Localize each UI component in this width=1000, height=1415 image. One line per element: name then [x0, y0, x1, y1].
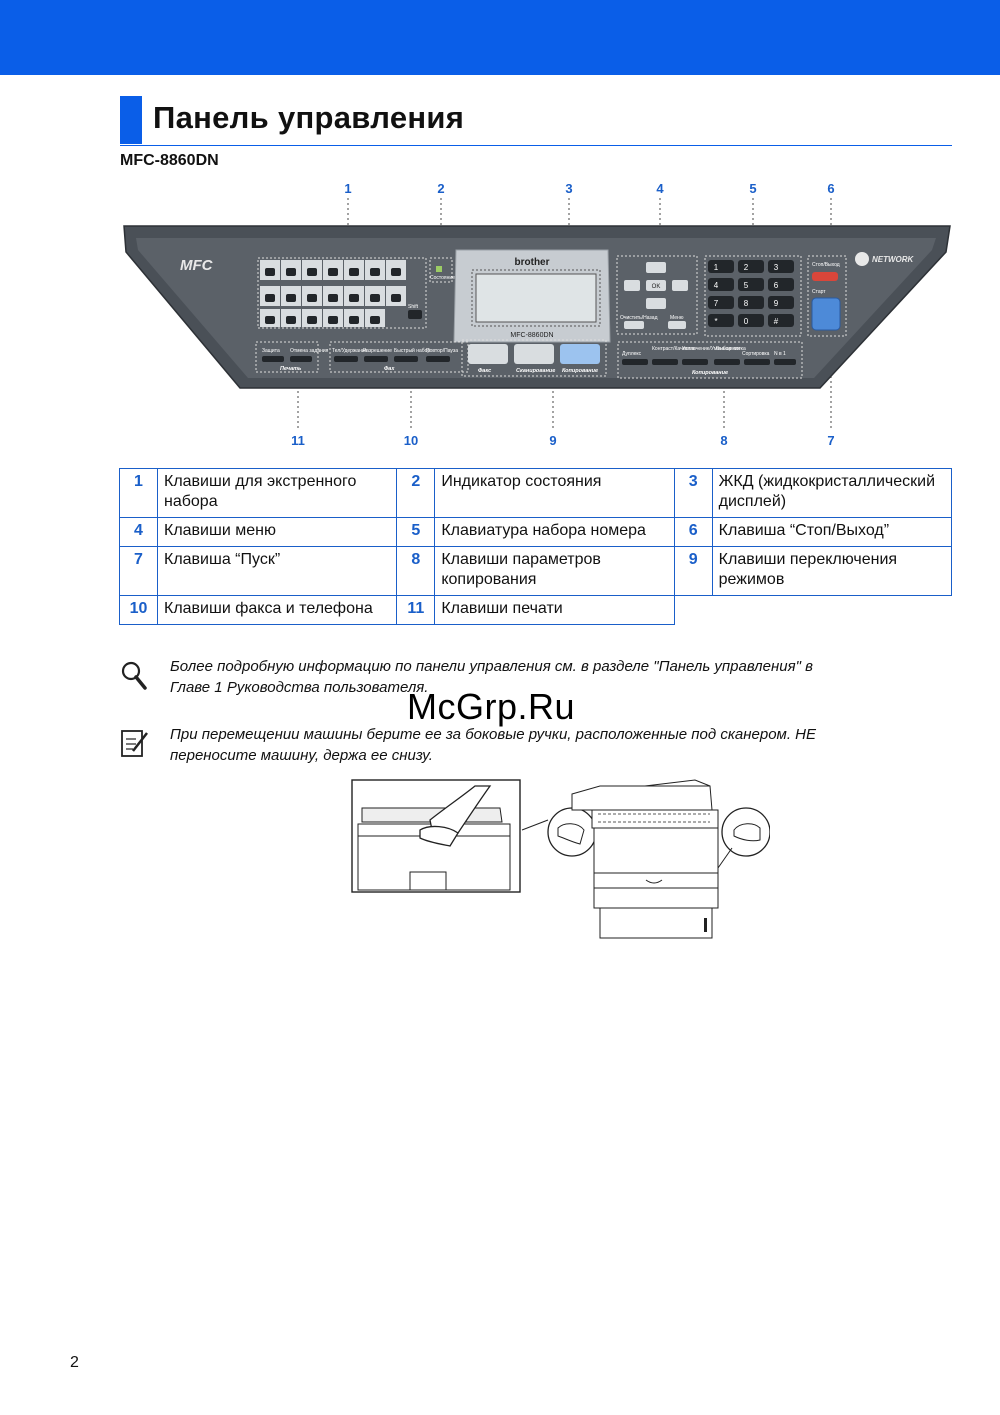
callout-3: 3 [565, 181, 572, 196]
callout-2: 2 [437, 181, 444, 196]
note-pencil-icon [121, 730, 148, 757]
legend-text: Индикатор состояния [434, 468, 675, 518]
legend-number: 9 [673, 546, 713, 596]
legend-number: 4 [119, 517, 158, 547]
callout-5: 5 [749, 181, 756, 196]
table-row: 1 Клавиши для экстренного набора 2 Индик… [119, 468, 953, 518]
info-note-line: Главе 1 Руководства пользователя. [170, 679, 429, 696]
svg-text:4: 4 [714, 281, 719, 290]
legend-text: Клавиша “Стоп/Выход” [711, 517, 953, 547]
status-label: Состояние [430, 275, 455, 281]
menu-label: Меню [670, 315, 684, 321]
legend-text: Клавиши печати [434, 595, 675, 625]
brand-logo: brother [515, 257, 550, 268]
legend-text: Клавиша “Пуск” [156, 546, 398, 596]
warning-note: При перемещении машины берите ее за боко… [170, 724, 816, 766]
empty-cell [674, 596, 951, 625]
shift-label: Shift [408, 304, 419, 310]
legend-text: Клавиши меню [156, 517, 398, 547]
fax-group-label: Фax [384, 366, 395, 372]
legend-number: 10 [119, 595, 158, 625]
legend-text: Клавиши переключения режимов [711, 546, 953, 596]
redial-label: Повтор/Пауза [426, 348, 458, 354]
svg-text:3: 3 [774, 263, 779, 272]
title-rule [120, 145, 952, 146]
tel-label: Тел/Удержание [332, 348, 368, 354]
clear-label: Очистить/Назад [620, 315, 658, 321]
svg-text:9: 9 [774, 299, 779, 308]
legend-number: 2 [396, 468, 436, 518]
nin1-label: N в 1 [774, 351, 786, 357]
mode-scan-label: Сканирование [516, 368, 555, 374]
svg-text:0: 0 [744, 317, 749, 326]
legend-text: Клавиши факса и телефона [156, 595, 398, 625]
callout-4: 4 [656, 181, 664, 196]
mode-copy-label: Копирование [562, 368, 598, 374]
sort-label: Сортировка [742, 351, 770, 357]
job-cancel-label: Отмена задания [290, 348, 329, 354]
lcd-model: MFC-8860DN [510, 332, 553, 339]
legend-number: 5 [396, 517, 436, 547]
start-label: Старт [812, 289, 826, 295]
svg-text:#: # [774, 317, 779, 326]
page-number: 2 [70, 1354, 79, 1371]
legend-number: 1 [119, 468, 158, 518]
callout-10: 10 [404, 433, 418, 448]
duplex-label: Дуплекс [622, 351, 642, 357]
legend-number: 6 [673, 517, 713, 547]
print-group-label: Печать [280, 366, 301, 372]
tray-label: Выбор лотка [716, 346, 746, 352]
warning-note-line: переносите машину, держа ее снизу. [170, 747, 433, 764]
title-accent [120, 96, 142, 144]
callout-7: 7 [827, 433, 834, 448]
legend-text: Клавиатура набора номера [434, 517, 675, 547]
contrast-label: Контраст/Качество [652, 346, 696, 352]
callout-6: 6 [827, 181, 834, 196]
info-note: Более подробную информацию по панели упр… [170, 656, 813, 698]
callout-1: 1 [344, 181, 351, 196]
svg-text:2: 2 [744, 263, 749, 272]
svg-text:*: * [714, 317, 717, 326]
model-name: MFC-8860DN [120, 152, 219, 169]
table-row: 4 Клавиши меню 5 Клавиатура набора номер… [119, 517, 953, 547]
mode-fax-label: Факс [478, 368, 491, 374]
table-row: 7 Клавиша “Пуск” 8 Клавиши параметров ко… [119, 546, 953, 596]
network-logo: NETWORK [872, 255, 915, 264]
legend-number: 8 [396, 546, 436, 596]
legend-table: 1 Клавиши для экстренного набора 2 Индик… [119, 468, 953, 625]
magnifier-icon [121, 661, 147, 690]
secure-label: Защита [262, 348, 280, 354]
legend-number: 7 [119, 546, 158, 596]
mfc-logo: MFC [180, 257, 214, 274]
carry-machine-illustration [351, 779, 770, 939]
legend-text: ЖКД (жидкокристаллический дисплей) [711, 468, 953, 518]
legend-number: 3 [673, 468, 713, 518]
svg-text:8: 8 [744, 299, 749, 308]
page-title: Панель управления [153, 100, 465, 135]
info-note-line: Более подробную информацию по панели упр… [170, 658, 813, 675]
resolution-label: Разрешение [363, 348, 392, 354]
svg-text:6: 6 [774, 281, 779, 290]
callout-9: 9 [549, 433, 556, 448]
control-panel-diagram: 1 2 3 4 5 6 MFC NETWORK Shift [123, 181, 951, 448]
copy-group-label: Копирование [692, 370, 728, 376]
warning-note-line: При перемещении машины берите ее за боко… [170, 726, 816, 743]
enlarge-label: Увеличение/Уменьшение [682, 346, 741, 352]
legend-text: Клавиши параметров копирования [434, 546, 675, 596]
speed-dial-label: Быстрый набор [394, 347, 430, 354]
callout-11: 11 [291, 433, 305, 448]
watermark: McGrp.Ru [407, 686, 576, 727]
ok-label: OK [652, 284, 661, 290]
table-row: 10 Клавиши факса и телефона 11 Клавиши п… [119, 595, 952, 625]
legend-text: Клавиши для экстренного набора [156, 468, 398, 518]
callout-8: 8 [720, 433, 727, 448]
svg-text:5: 5 [744, 281, 749, 290]
svg-text:7: 7 [714, 299, 719, 308]
stop-label: Стоп/Выход [812, 262, 840, 268]
legend-number: 11 [396, 595, 436, 625]
header-bar [0, 0, 1000, 75]
svg-text:1: 1 [714, 263, 719, 272]
